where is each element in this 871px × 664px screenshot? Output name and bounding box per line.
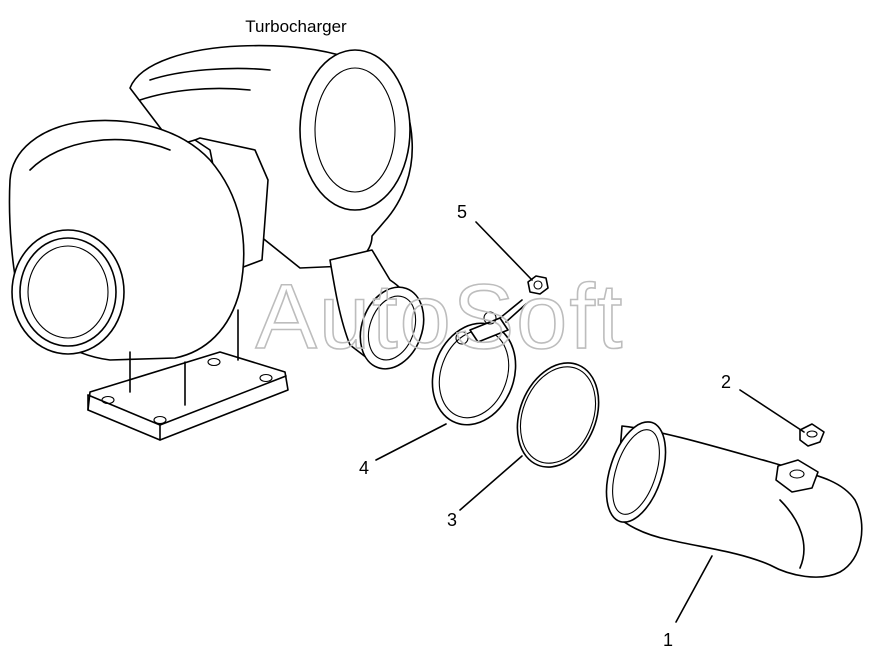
turbocharger (8, 44, 425, 441)
diagram-title: Turbocharger (245, 17, 347, 36)
gasket (516, 362, 600, 468)
callout-4: 4 (359, 458, 369, 478)
callout-1: 1 (663, 630, 673, 650)
leader-line-3 (459, 455, 523, 511)
clamp (431, 299, 527, 426)
callout-3: 3 (447, 510, 457, 530)
plug (799, 423, 825, 447)
watermark: AutoSoft (256, 266, 625, 368)
elbow-pipe (605, 421, 863, 578)
leader-line-4 (375, 423, 447, 461)
leader-line-1 (675, 555, 713, 623)
nut (527, 275, 549, 295)
callout-2: 2 (721, 372, 731, 392)
leader-line-5 (475, 221, 533, 281)
leader-line-2 (739, 389, 805, 433)
callout-5: 5 (457, 202, 467, 222)
